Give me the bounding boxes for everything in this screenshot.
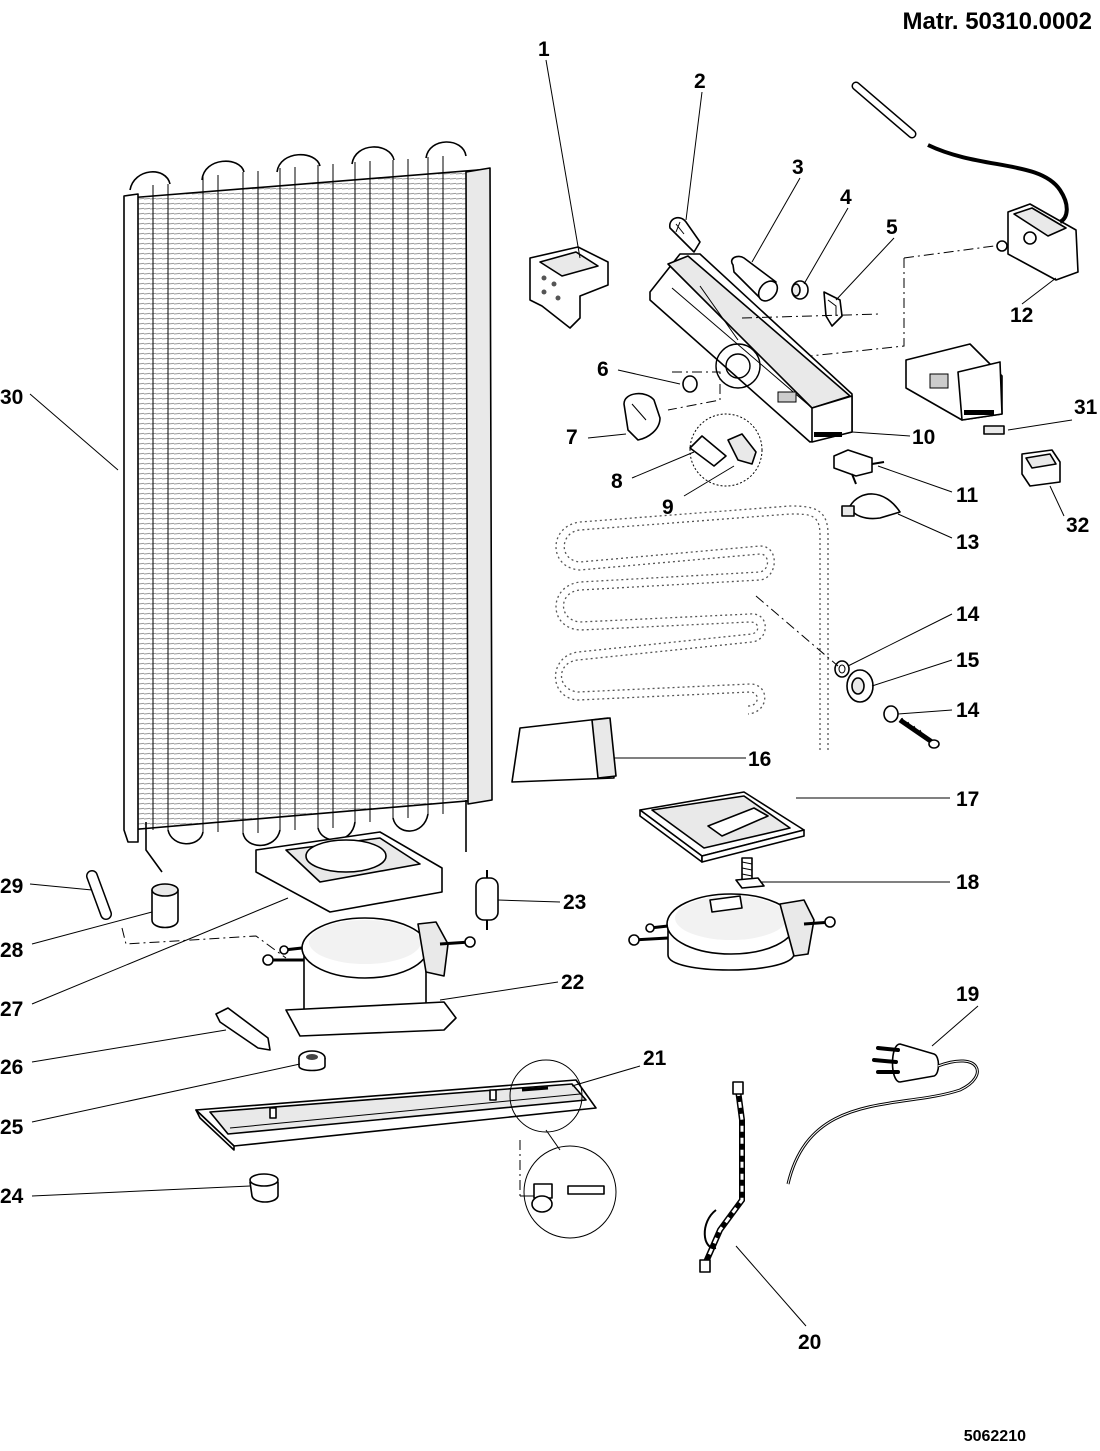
callout-13: 13 xyxy=(956,531,979,554)
callout-26: 26 xyxy=(0,1056,23,1079)
base-rail xyxy=(195,1079,597,1151)
knob-detail-circle xyxy=(689,413,763,487)
diagram-title: Matr. 50310.0002 xyxy=(902,8,1092,35)
pointer-insert xyxy=(689,435,727,467)
grommet xyxy=(791,280,809,300)
callout-12: 12 xyxy=(1010,304,1033,327)
washer xyxy=(834,660,850,678)
callout-27: 27 xyxy=(0,998,23,1021)
knob-indicator xyxy=(727,433,757,465)
callout-25: 25 xyxy=(0,1116,24,1139)
callout-21: 21 xyxy=(643,1047,667,1070)
callout-24: 24 xyxy=(0,1185,24,1208)
screw-assembly xyxy=(883,705,940,749)
light-diffuser xyxy=(841,493,901,520)
callout-2: 2 xyxy=(694,70,706,93)
callout-30: 30 xyxy=(0,386,23,409)
callout-23: 23 xyxy=(563,891,586,914)
rubber-grommet xyxy=(298,1050,326,1072)
callout-19: 19 xyxy=(956,983,979,1006)
capillary-sleeve xyxy=(86,870,112,920)
thermostat xyxy=(833,449,885,485)
callout-labels: 1 2 3 4 5 6 7 8 9 10 11 12 13 14 15 14 1… xyxy=(0,38,1098,1354)
power-cord xyxy=(786,1043,979,1185)
light-switch-button xyxy=(983,425,1005,435)
compressor-alt-view xyxy=(628,893,836,971)
callout-6: 6 xyxy=(597,358,609,381)
lamp-holder xyxy=(730,255,779,302)
lamp-socket xyxy=(851,81,1079,281)
callout-11: 11 xyxy=(956,484,979,507)
leader-lines xyxy=(29,59,1073,1327)
callout-31: 31 xyxy=(1074,396,1098,419)
callout-9: 9 xyxy=(662,496,674,519)
callout-17: 17 xyxy=(956,788,979,811)
switch xyxy=(1021,449,1061,487)
valve-detail xyxy=(509,1059,617,1239)
callout-29: 29 xyxy=(0,875,23,898)
callout-18: 18 xyxy=(956,871,980,894)
thermostat-housing xyxy=(649,253,853,443)
compressor xyxy=(262,917,476,1037)
callout-14-a: 14 xyxy=(956,603,980,626)
callout-22: 22 xyxy=(561,971,584,994)
callout-28: 28 xyxy=(0,939,24,962)
compressor-base xyxy=(255,831,443,913)
drip-tray xyxy=(639,791,805,863)
evaporator-coil xyxy=(555,505,829,750)
callout-5: 5 xyxy=(886,216,898,239)
lamp-cover xyxy=(905,343,1003,421)
connection-lines xyxy=(121,245,995,959)
callout-4: 4 xyxy=(840,186,852,209)
harness-cable xyxy=(699,1081,745,1273)
callout-32: 32 xyxy=(1066,514,1089,537)
fixing-plug xyxy=(846,669,874,703)
bolt xyxy=(735,857,765,889)
compressor-clip xyxy=(215,1007,271,1051)
callout-1: 1 xyxy=(538,38,550,61)
condenser xyxy=(123,141,493,873)
diagram-code: 5062210 xyxy=(963,1428,1026,1445)
screw xyxy=(669,216,701,253)
callout-8: 8 xyxy=(611,470,623,493)
callout-14-b: 14 xyxy=(956,699,980,722)
callout-7: 7 xyxy=(566,426,578,449)
deflector xyxy=(511,717,617,783)
knob-spindle xyxy=(682,375,698,393)
silencer xyxy=(151,883,179,929)
callout-16: 16 xyxy=(748,748,771,771)
foot xyxy=(249,1173,279,1203)
thermostat-knob xyxy=(623,392,661,441)
callout-3: 3 xyxy=(792,156,804,179)
callout-15: 15 xyxy=(956,649,980,672)
callout-10: 10 xyxy=(912,426,935,449)
dryer-filter xyxy=(475,870,499,930)
callout-20: 20 xyxy=(798,1331,821,1354)
bracket-clip xyxy=(529,246,609,329)
